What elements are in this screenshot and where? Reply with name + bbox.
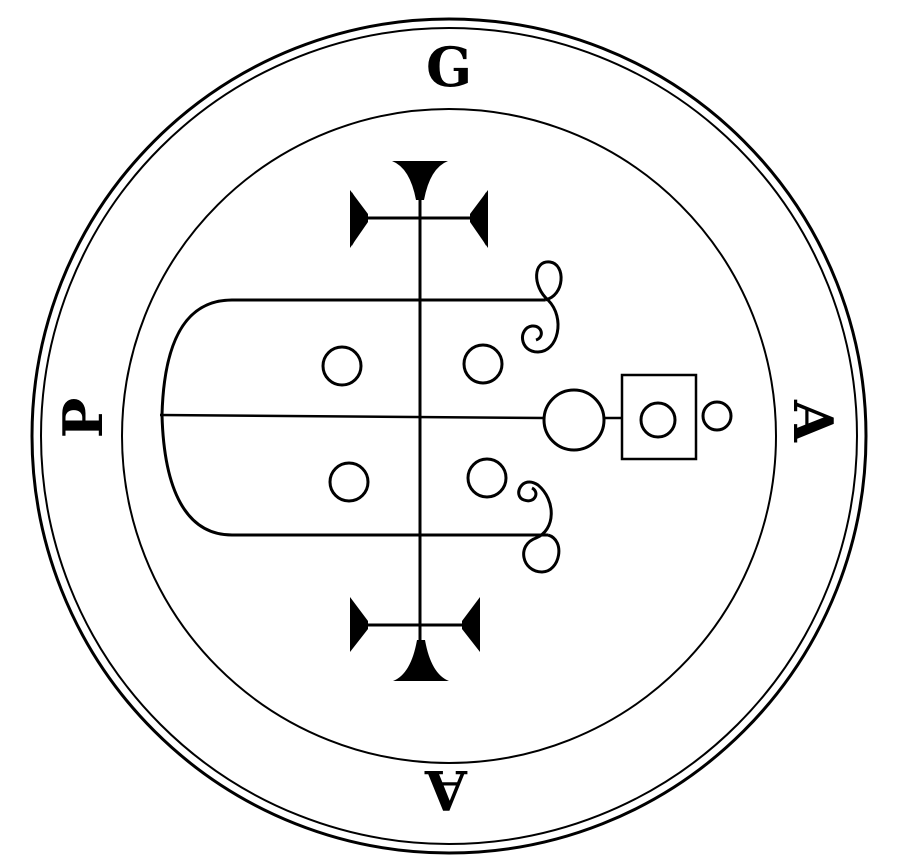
circle-lower-left [328, 461, 370, 503]
circle-upper-left [321, 345, 363, 387]
bracket-shape [160, 298, 548, 537]
axis-circle [542, 388, 606, 452]
letter-bottom: A [424, 758, 468, 822]
lower-crossbar-right-end [462, 597, 480, 652]
outer-small-circle [701, 400, 733, 432]
letter-top: G [426, 35, 472, 99]
letter-left: P [51, 398, 115, 439]
bottom-finial [393, 640, 449, 681]
letter-right: A [781, 399, 845, 443]
horizontal-axis [159, 413, 546, 420]
circle-lower-right [466, 457, 508, 499]
outer-ring-outer [30, 17, 868, 855]
inner-ring [121, 108, 777, 764]
upper-scroll [521, 260, 563, 354]
outer-ring-inner [40, 27, 858, 845]
upper-crossbar-right-end [470, 190, 488, 248]
circle-upper-right [462, 343, 504, 385]
top-finial [392, 161, 448, 200]
square-box [620, 373, 698, 461]
lower-scroll [517, 480, 561, 574]
lower-crossbar-left-end [350, 597, 368, 652]
box-circle [639, 401, 677, 439]
upper-crossbar-left-end [350, 190, 368, 248]
